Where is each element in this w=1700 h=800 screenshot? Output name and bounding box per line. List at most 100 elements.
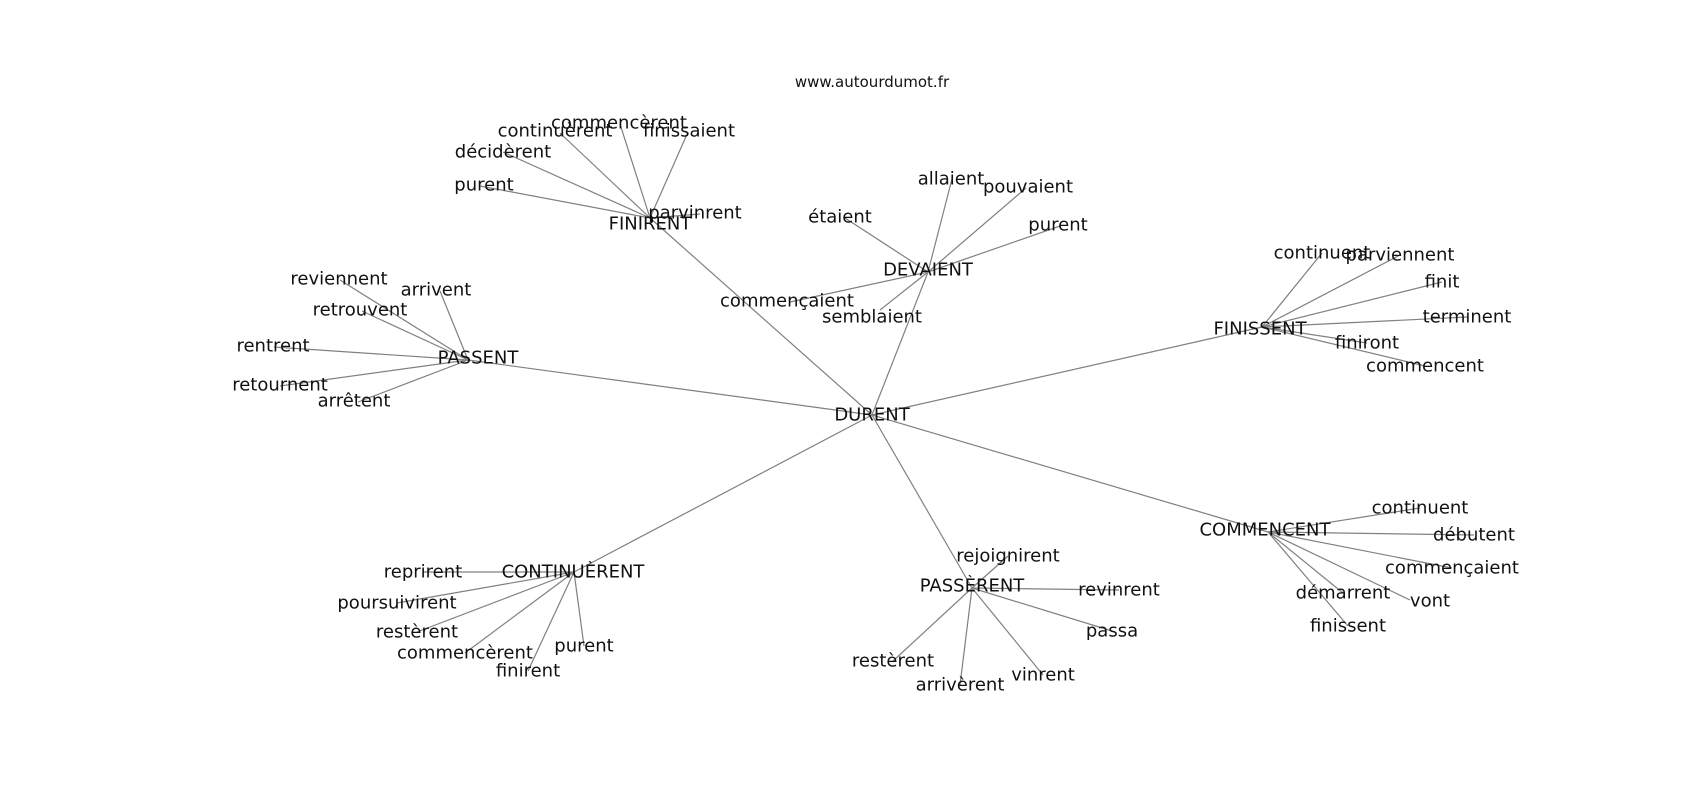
edge-hub-6-word-4 xyxy=(959,587,973,686)
leaf-node[interactable]: commencèrent xyxy=(551,113,687,134)
leaf-node[interactable]: allaient xyxy=(918,169,985,190)
leaf-node[interactable]: reviennent xyxy=(290,269,387,290)
edge-hub-4-word-1 xyxy=(1267,531,1475,536)
edge-hub-6-word-3 xyxy=(892,587,973,662)
edge-hub-0-word-0 xyxy=(479,185,651,219)
edge-hub-6-word-1 xyxy=(971,587,1120,591)
leaf-node[interactable]: arrivent xyxy=(401,280,472,301)
edge-hub-0-word-4 xyxy=(649,131,689,219)
edge-hub-3-word-0 xyxy=(1261,252,1323,328)
edge-hub-4-word-0 xyxy=(1267,507,1421,533)
leaf-node[interactable]: commencèrent xyxy=(397,643,533,664)
leaf-node[interactable]: parviennent xyxy=(1346,245,1455,266)
edge-hub-3-word-5 xyxy=(1261,326,1426,367)
leaf-node[interactable]: étaient xyxy=(808,207,872,228)
edge-hub-2-word-2 xyxy=(361,310,469,361)
edge-hub-4-word-2 xyxy=(1267,531,1453,569)
edge-hub-1-word-2 xyxy=(844,217,929,273)
edge-hub-5-word-3 xyxy=(464,571,575,654)
hub-node[interactable]: FINIRENT xyxy=(609,214,693,235)
hub-node[interactable]: FINISSENT xyxy=(1213,319,1307,340)
leaf-node[interactable]: poursuivirent xyxy=(337,593,456,614)
edge-hub-2-word-0 xyxy=(339,279,469,361)
leaf-node[interactable]: retournent xyxy=(232,375,328,396)
edge-hub-3-word-1 xyxy=(1261,254,1401,328)
hub-node[interactable]: DEVAIENT xyxy=(883,260,974,281)
edge-hub-1-word-0 xyxy=(927,178,953,273)
edge-hub-5-word-5 xyxy=(573,571,585,647)
leaf-node[interactable]: finissaient xyxy=(643,121,735,142)
leaf-node[interactable]: revinrent xyxy=(1078,580,1160,601)
edge-hub-6-word-2 xyxy=(971,587,1113,632)
edge-hub-3-word-3 xyxy=(1261,316,1468,328)
leaf-node[interactable]: vinrent xyxy=(1011,665,1075,686)
edge-hub-1-word-4 xyxy=(789,271,929,303)
edge-hub-5-word-2 xyxy=(416,571,575,633)
edge-hub-5-word-1 xyxy=(396,571,575,604)
edge-hub-2-word-1 xyxy=(439,290,469,361)
leaf-node[interactable]: terminent xyxy=(1423,307,1512,328)
leaf-node[interactable]: continuent xyxy=(1274,243,1371,264)
edge-center-hub-6 xyxy=(871,414,973,589)
edge-center-hub-5 xyxy=(573,414,873,573)
center-node[interactable]: DURENT xyxy=(834,405,910,426)
leaf-node[interactable]: commençaient xyxy=(720,291,854,312)
leaf-node[interactable]: décidèrent xyxy=(455,142,551,163)
leaf-node[interactable]: continuent xyxy=(1372,498,1469,519)
leaf-node[interactable]: reprirent xyxy=(384,562,462,583)
hub-node[interactable]: COMMENCENT xyxy=(1199,520,1331,541)
edge-hub-0-word-3 xyxy=(619,123,651,219)
leaf-node[interactable]: parvinrent xyxy=(648,203,741,224)
leaf-node[interactable]: pouvaient xyxy=(983,177,1073,198)
leaf-node[interactable]: restèrent xyxy=(852,651,934,672)
leaf-node[interactable]: rejoignirent xyxy=(956,546,1059,567)
hub-node[interactable]: CONTINUÈRENT xyxy=(502,561,646,583)
edge-hub-6-word-5 xyxy=(971,587,1044,676)
edge-hub-0-word-5 xyxy=(649,213,701,219)
edge-hub-1-word-3 xyxy=(927,225,1061,273)
leaf-node[interactable]: démarrent xyxy=(1296,583,1391,604)
edge-hub-4-word-5 xyxy=(1267,531,1349,627)
edge-hub-1-word-5 xyxy=(879,271,929,311)
leaf-node[interactable]: finissent xyxy=(1310,616,1386,637)
leaf-node[interactable]: finirent xyxy=(496,661,560,682)
leaf-node[interactable]: restèrent xyxy=(376,622,458,643)
hub-node[interactable]: PASSENT xyxy=(438,348,520,369)
edge-hub-0-word-2 xyxy=(559,132,651,219)
edge-hub-2-word-5 xyxy=(357,359,469,403)
edge-center-hub-2 xyxy=(467,359,873,416)
leaf-node[interactable]: semblaient xyxy=(822,307,922,328)
leaf-node[interactable]: finit xyxy=(1425,272,1460,293)
edge-hub-4-word-3 xyxy=(1267,531,1344,594)
hub-node[interactable]: PASSÈRENT xyxy=(920,575,1026,597)
leaf-node[interactable]: débutent xyxy=(1433,525,1515,546)
leaf-node[interactable]: purent xyxy=(554,636,613,657)
edge-hub-2-word-3 xyxy=(273,346,469,361)
graph-labels: www.autourdumot.fr DURENT FINIRENT purent d… xyxy=(232,73,1519,696)
edge-center-hub-3 xyxy=(871,326,1263,416)
leaf-node[interactable]: rentrent xyxy=(236,336,309,357)
edge-hub-0-word-1 xyxy=(502,151,651,219)
leaf-node[interactable]: arrivèrent xyxy=(916,675,1005,696)
edge-hub-4-word-4 xyxy=(1267,531,1411,601)
edge-hub-3-word-4 xyxy=(1261,326,1368,344)
site-credit: www.autourdumot.fr xyxy=(795,73,950,91)
leaf-node[interactable]: passa xyxy=(1086,621,1138,642)
graph-edges xyxy=(273,123,1475,686)
leaf-node[interactable]: continuèrent xyxy=(498,121,613,142)
leaf-node[interactable]: purent xyxy=(1028,215,1087,236)
leaf-node[interactable]: arrêtent xyxy=(318,391,391,412)
leaf-node[interactable]: commencent xyxy=(1366,356,1484,377)
edge-hub-3-word-2 xyxy=(1261,281,1443,328)
edge-hub-2-word-4 xyxy=(279,359,469,387)
edge-center-hub-0 xyxy=(649,217,873,416)
leaf-node[interactable]: finiront xyxy=(1335,333,1399,354)
leaf-node[interactable]: vont xyxy=(1410,591,1450,612)
edge-hub-1-word-1 xyxy=(927,187,1027,273)
leaf-node[interactable]: purent xyxy=(454,175,513,196)
leaf-node[interactable]: commençaient xyxy=(1385,558,1519,579)
edge-hub-6-word-0 xyxy=(971,555,1009,589)
edge-center-hub-1 xyxy=(871,271,929,416)
leaf-node[interactable]: retrouvent xyxy=(313,300,408,321)
